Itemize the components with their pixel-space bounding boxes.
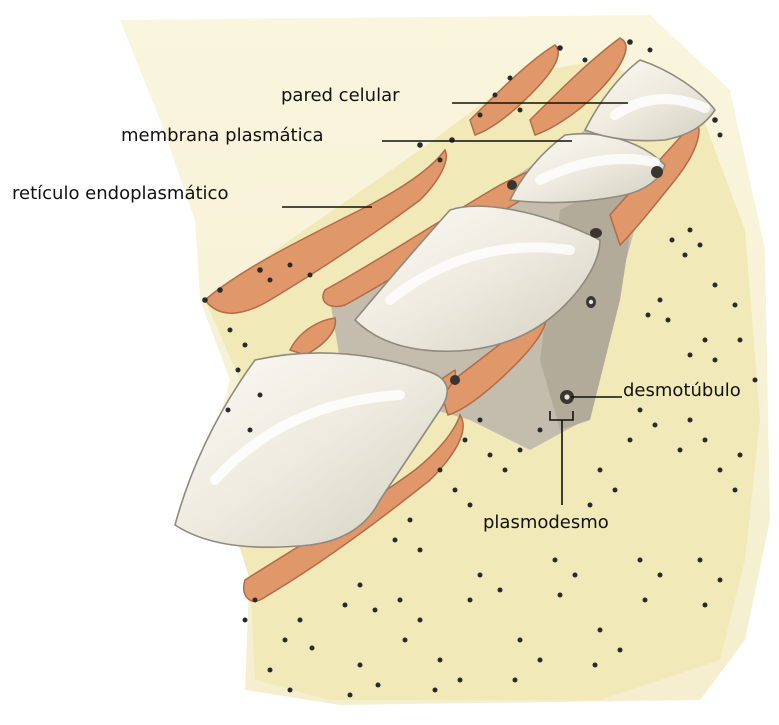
label-desmotubulo: desmotúbulo	[623, 380, 741, 402]
label-plasmodesmo: plasmodesmo	[483, 512, 609, 534]
label-reticulo-endoplasmatico: retículo endoplasmático	[12, 183, 228, 205]
label-pared-celular: pared celular	[281, 85, 400, 107]
label-membrana-plasmatica: membrana plasmática	[121, 125, 324, 147]
